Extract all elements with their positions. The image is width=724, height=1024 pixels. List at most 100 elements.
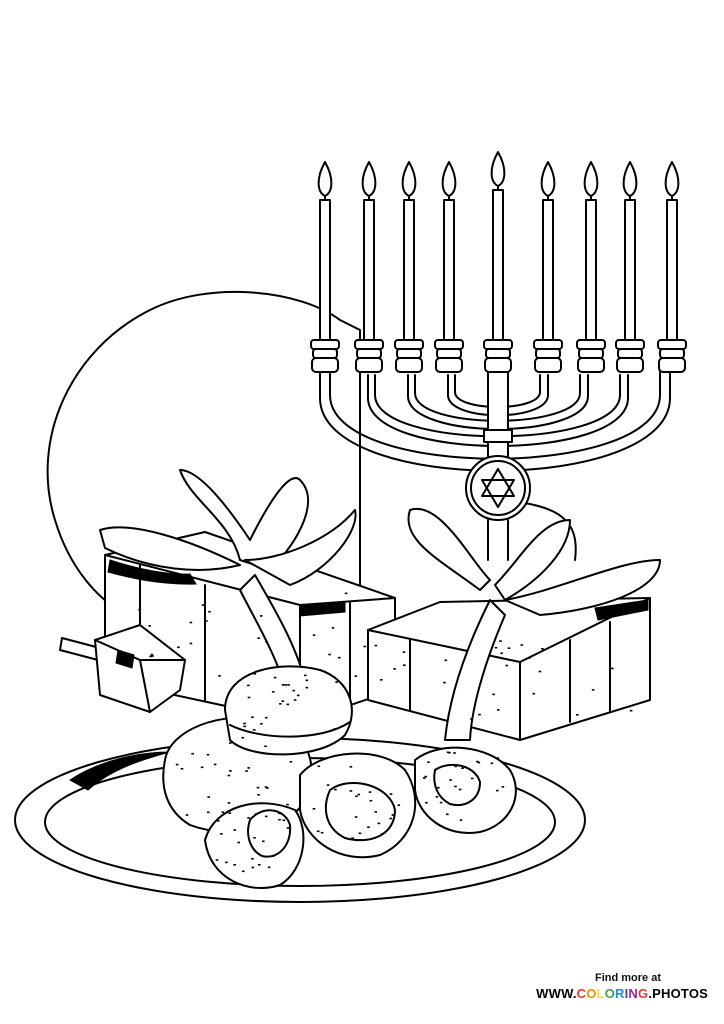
speckle [245, 770, 248, 772]
speckle [425, 801, 428, 804]
speckle [389, 817, 392, 820]
speckle [446, 751, 450, 754]
speckle [247, 684, 250, 687]
gift-box-icon [368, 509, 660, 740]
speckle [253, 837, 256, 839]
speckle [423, 777, 426, 779]
speckle [264, 716, 268, 719]
speckle [180, 768, 184, 770]
speckle [149, 655, 152, 658]
speckle [349, 790, 353, 792]
speckle [507, 647, 511, 649]
speckle [501, 786, 505, 788]
speckle [284, 684, 287, 686]
site-url-letter: O [586, 986, 597, 1001]
speckle [257, 637, 260, 639]
speckle [227, 802, 231, 804]
speckle [305, 679, 309, 682]
site-url-letter: G [638, 986, 649, 1001]
speckle [228, 810, 231, 812]
speckle [305, 686, 309, 689]
site-url-letter: O [604, 986, 616, 1001]
speckle [393, 668, 396, 670]
speckle [258, 864, 261, 866]
speckle [453, 752, 456, 754]
speckle [312, 808, 316, 810]
speckle [328, 653, 331, 656]
speckle [200, 766, 204, 769]
site-url-prefix: WWW. [536, 986, 577, 1001]
speckle [358, 832, 362, 835]
speckle [496, 757, 500, 759]
speckle [278, 818, 281, 821]
sufganiyah-icon [163, 666, 516, 888]
speckle [470, 777, 474, 780]
speckle [286, 803, 289, 806]
speckle [148, 625, 151, 627]
speckle [354, 675, 358, 677]
speckle [331, 627, 335, 629]
speckle [368, 791, 372, 793]
speckle [427, 761, 430, 763]
speckle [424, 775, 427, 778]
speckle [492, 693, 495, 696]
speckle [611, 667, 614, 670]
candles [311, 152, 686, 372]
speckle [389, 793, 393, 795]
candle [355, 162, 383, 372]
speckle [494, 646, 498, 649]
speckle [363, 645, 367, 648]
speckle [374, 644, 378, 647]
speckle [478, 713, 481, 716]
speckle [576, 714, 579, 716]
speckle [528, 657, 531, 659]
speckle [282, 819, 286, 822]
site-url-letter: C [576, 986, 587, 1001]
speckle [403, 664, 406, 666]
speckle [443, 681, 446, 684]
speckle [369, 799, 373, 802]
speckle [266, 787, 269, 789]
speckle [286, 827, 290, 829]
speckle [380, 833, 384, 835]
speckle [247, 767, 250, 769]
speckle [338, 656, 341, 659]
speckle [251, 858, 254, 860]
speckle [459, 819, 463, 821]
speckle [213, 763, 217, 766]
speckle [228, 812, 232, 814]
speckle [262, 840, 265, 843]
speckle [505, 664, 509, 667]
speckle [355, 795, 358, 798]
speckle [227, 774, 231, 777]
speckle [247, 696, 251, 699]
speckle [286, 703, 290, 706]
speckle [293, 699, 297, 701]
speckle [218, 675, 221, 677]
site-url[interactable]: WWW.COLORING.PHOTOS [508, 986, 708, 1001]
speckle [377, 822, 381, 825]
speckle [326, 784, 330, 786]
speckle [278, 812, 281, 815]
speckle [374, 811, 378, 813]
speckle [233, 864, 236, 866]
speckle [296, 694, 300, 697]
speckle [264, 815, 268, 818]
speckle [271, 855, 275, 857]
speckle [520, 644, 524, 646]
speckle [251, 866, 255, 869]
menorah-icon [320, 370, 670, 560]
speckle [267, 866, 271, 869]
speckle [205, 620, 208, 622]
speckle [477, 761, 481, 764]
speckle [253, 673, 257, 675]
speckle [189, 642, 193, 645]
speckle [461, 767, 464, 770]
speckle [185, 814, 189, 816]
speckle [207, 796, 210, 798]
speckle [251, 716, 254, 718]
speckle [175, 763, 179, 766]
speckle [138, 608, 141, 611]
candle [484, 152, 512, 372]
